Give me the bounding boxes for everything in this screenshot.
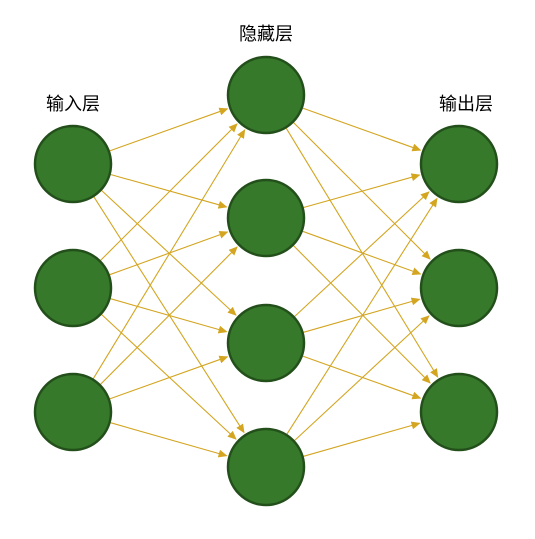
- connection-hidden-4-to-output-3: [303, 421, 421, 457]
- connection-input-3-to-hidden-2: [100, 246, 238, 385]
- connections-group: [92, 107, 439, 458]
- connection-input-1-to-hidden-2: [110, 173, 228, 209]
- connection-input-2-to-hidden-1: [100, 123, 238, 261]
- output-node-1: [419, 124, 499, 204]
- connection-input-1-to-hidden-4: [93, 196, 245, 434]
- connection-hidden-3-to-output-2: [303, 297, 421, 333]
- connection-input-2-to-hidden-2: [109, 230, 229, 276]
- input-layer-label: 输入层: [46, 94, 100, 115]
- hidden-node-1: [226, 55, 306, 135]
- hidden-node-4: [226, 427, 306, 507]
- connection-hidden-3-to-output-3: [302, 355, 422, 400]
- hidden-node-2: [226, 178, 306, 258]
- connection-hidden-2-to-output-1: [303, 173, 421, 209]
- hidden-node-3: [226, 303, 306, 383]
- connection-input-1-to-hidden-1: [109, 107, 229, 152]
- connection-hidden-2-to-output-3: [293, 245, 431, 384]
- input-node-3: [33, 372, 113, 452]
- hidden-layer-label: 隐藏层: [239, 24, 293, 45]
- input-node-2: [33, 248, 113, 328]
- input-node-1: [33, 124, 113, 204]
- connection-hidden-1-to-output-1: [302, 107, 422, 152]
- output-node-2: [419, 248, 499, 328]
- connection-input-2-to-hidden-4: [101, 314, 237, 440]
- nodes-group: [33, 55, 499, 507]
- connection-hidden-3-to-output-1: [294, 191, 430, 317]
- connection-input-3-to-hidden-3: [109, 355, 229, 400]
- connection-hidden-4-to-output-2: [294, 315, 430, 441]
- connection-input-3-to-hidden-4: [110, 422, 228, 458]
- connection-input-3-to-hidden-1: [92, 129, 246, 379]
- output-node-3: [419, 372, 499, 452]
- connection-hidden-2-to-output-2: [302, 230, 422, 276]
- connection-hidden-4-to-output-1: [286, 197, 438, 435]
- output-layer-label: 输出层: [439, 94, 493, 115]
